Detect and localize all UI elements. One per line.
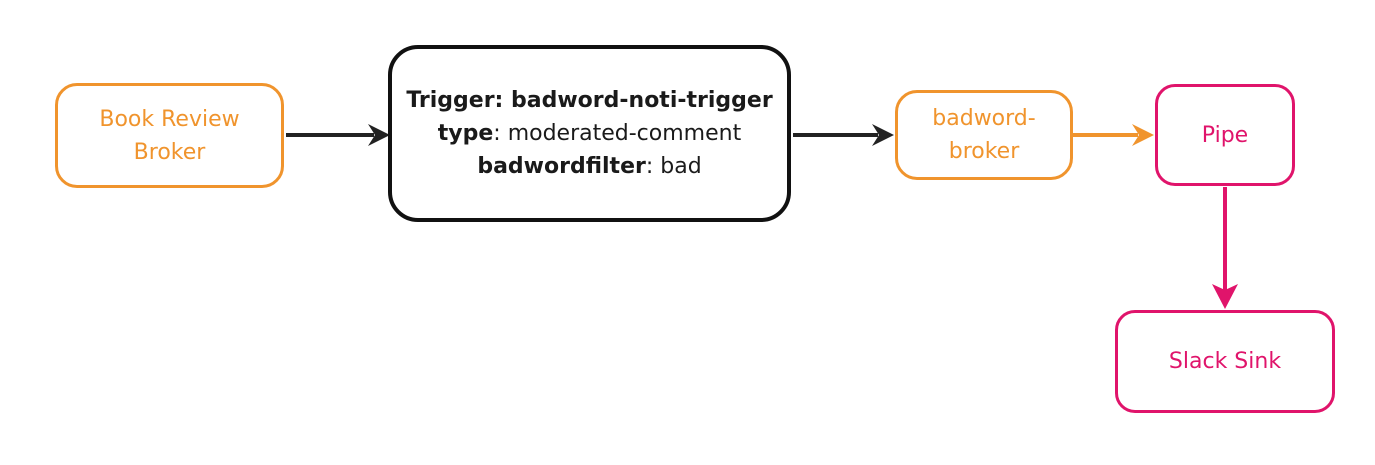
node-slack-sink: Slack Sink (1115, 310, 1335, 413)
arrow-pipe-to-slack-sink (1212, 187, 1238, 309)
node-badword-broker: badword- broker (895, 90, 1073, 180)
node-book-review-broker: Book Review Broker (55, 83, 284, 188)
arrow-badword-broker-to-pipe (1073, 124, 1154, 146)
trigger-type-key: type (437, 121, 494, 146)
trigger-filter-value: : bad (645, 154, 702, 179)
trigger-name-text: Trigger: badword-noti-trigger (406, 88, 773, 113)
node-slack-sink-label: Slack Sink (1168, 349, 1282, 374)
trigger-filter-line: badwordfilter: bad (477, 150, 701, 183)
node-badword-broker-label-line2: broker (948, 139, 1020, 164)
arrow-book-review-broker-to-trigger (286, 124, 390, 146)
node-book-review-broker-label-line1: Book Review (99, 106, 240, 132)
node-badword-broker-label-line1: badword- (932, 106, 1036, 131)
node-trigger-badword-noti: Trigger: badword-noti-trigger type: mode… (388, 45, 791, 222)
node-pipe-label: Pipe (1201, 122, 1249, 148)
trigger-name-line: Trigger: badword-noti-trigger (406, 84, 772, 117)
trigger-type-value: : moderated-comment (493, 121, 742, 146)
node-book-review-broker-label-line2: Broker (133, 139, 206, 165)
trigger-type-line: type: moderated-comment (438, 117, 741, 150)
node-pipe: Pipe (1155, 84, 1295, 186)
trigger-filter-key: badwordfilter (477, 154, 646, 179)
arrow-trigger-to-badword-broker (793, 124, 894, 146)
